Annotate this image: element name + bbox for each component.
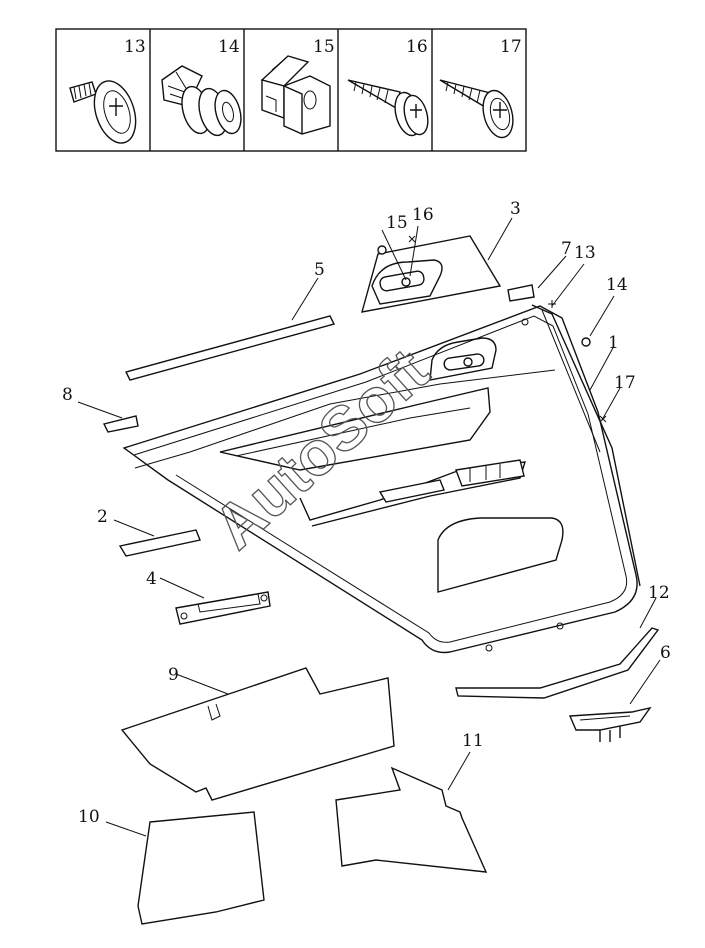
leader-lines xyxy=(77,217,661,837)
legend-number-16: 16 xyxy=(406,37,428,57)
callout-4: 4 xyxy=(146,569,157,589)
callout-9: 9 xyxy=(168,665,179,685)
callout-15: 15 xyxy=(386,213,408,233)
callout-labels: 1 2 3 4 5 6 7 8 9 10 11 12 13 14 15 16 1… xyxy=(62,199,671,827)
callout-6: 6 xyxy=(660,643,671,663)
small-pad xyxy=(102,415,139,433)
callout-5: 5 xyxy=(314,260,325,280)
legend-number-15: 15 xyxy=(313,37,335,57)
mounting-bracket xyxy=(175,591,271,625)
door-trim-panel xyxy=(122,304,641,654)
insulator-pad xyxy=(120,667,395,801)
callout-10: 10 xyxy=(78,807,100,827)
inner-handle-bezel xyxy=(361,235,502,313)
switch-bezel xyxy=(568,706,652,742)
square-clip-icon xyxy=(260,55,331,135)
callout-8: 8 xyxy=(62,385,73,405)
legend-number-17: 17 xyxy=(500,37,522,57)
callout-11: 11 xyxy=(462,731,484,751)
insulator-notch xyxy=(207,703,221,721)
callout-17: 17 xyxy=(614,373,636,393)
callout-1: 1 xyxy=(608,333,619,353)
callout-16: 16 xyxy=(412,205,434,225)
belt-molding xyxy=(124,315,336,381)
self-tapping-screw-icon xyxy=(347,79,429,137)
fastener-legend: 13 14 15 16 17 xyxy=(55,28,527,152)
legend-number-13: 13 xyxy=(124,37,146,57)
clip-screw-icon xyxy=(69,80,137,144)
callout-3: 3 xyxy=(510,199,521,219)
watermark: AutoSoft xyxy=(201,336,442,562)
small-pad xyxy=(507,284,535,302)
push-rivet-icon xyxy=(161,65,242,137)
callout-14: 14 xyxy=(606,275,628,295)
legend-frame xyxy=(55,28,527,152)
insulator-pad xyxy=(335,766,488,873)
trim-strip xyxy=(118,529,201,557)
callout-2: 2 xyxy=(97,507,108,527)
lower-seal-strip xyxy=(455,627,660,699)
callout-12: 12 xyxy=(648,583,670,603)
self-tapping-screw-icon xyxy=(439,79,514,139)
callout-7: 7 xyxy=(561,239,572,259)
legend-number-14: 14 xyxy=(218,37,240,57)
insulator-pad xyxy=(137,811,265,925)
callout-13: 13 xyxy=(574,243,596,263)
